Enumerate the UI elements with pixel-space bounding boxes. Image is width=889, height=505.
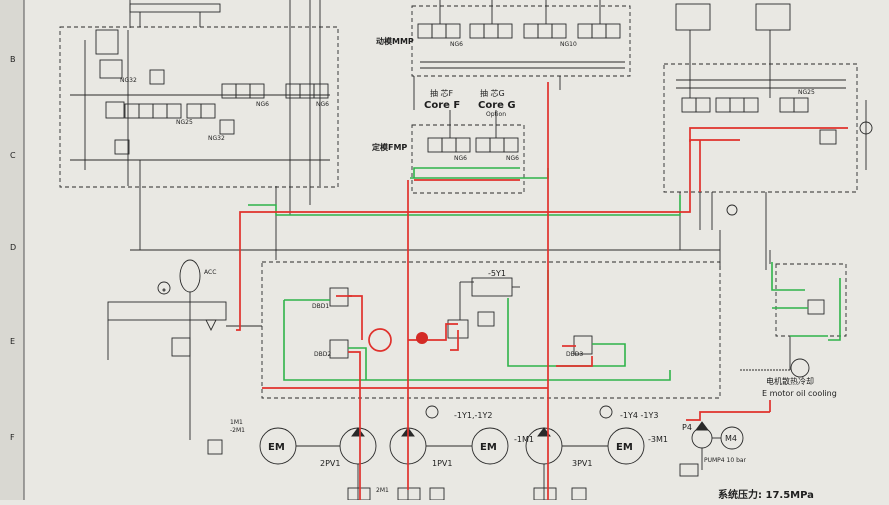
label-pv3: 3PV1 (572, 459, 592, 468)
label-core-f: Core F (424, 100, 460, 111)
label-ng6-b: NG6 (316, 101, 329, 108)
label-m2-left: 2M1 (376, 487, 389, 494)
label-m1-left: 1M1 (230, 419, 243, 426)
black-linework (59, 0, 873, 501)
label-ng32-b: NG32 (208, 135, 225, 142)
label-ng25-b: NG25 (798, 89, 815, 96)
label-m3: -3M1 (648, 435, 668, 444)
red-marker-lines (236, 82, 848, 500)
label-pv2: 2PV1 (320, 459, 340, 468)
label-pump4: PUMP4 10 bar (704, 457, 747, 464)
label-em-2: EM (268, 442, 285, 453)
label-ng10: NG10 (560, 41, 577, 48)
label-m2: -2M1 (230, 427, 245, 434)
label-core-g-cn: 抽 芯G (480, 88, 505, 98)
label-m4: M4 (725, 434, 737, 443)
label-acc: ACC (204, 269, 216, 276)
label-y1y2: -1Y1,-1Y2 (454, 411, 492, 420)
label-5y1: -5Y1 (488, 269, 506, 278)
label-dbd3: DBD3 (566, 351, 583, 358)
label-dbd2: DBD2 (314, 351, 331, 358)
label-system-pressure: 系统压力: 17.5MPa (718, 488, 814, 500)
label-ng25-a: NG25 (176, 119, 193, 126)
label-p4: P4 (682, 423, 692, 432)
label-ng32-a: NG32 (120, 77, 137, 84)
label-motor-cooling-cn: 电机散热冷却 (766, 376, 814, 386)
label-em-1: EM (480, 442, 497, 453)
label-ng6-e: NG6 (506, 155, 519, 162)
label-core-g: Core G (478, 100, 516, 111)
row-letter-e: E (10, 337, 15, 346)
label-pv1: 1PV1 (432, 459, 452, 468)
label-m1: -1M1 (514, 435, 534, 444)
label-motor-cooling: E motor oil cooling (762, 389, 837, 398)
red-marker-dot (416, 332, 428, 344)
label-y3y4: -1Y4 -1Y3 (620, 411, 658, 420)
label-moving-mmp: 动模MMP (376, 36, 414, 46)
label-ng6-d: NG6 (454, 155, 467, 162)
row-letter-d: D (10, 243, 16, 252)
row-letter-b: B (10, 55, 16, 64)
label-dbd1: DBD1 (312, 303, 329, 310)
label-ng6-c: NG6 (450, 41, 463, 48)
label-core-f-cn: 抽 芯F (430, 88, 454, 98)
row-letter-c: C (10, 151, 16, 160)
label-em-3: EM (616, 442, 633, 453)
row-letter-f: F (10, 433, 15, 442)
label-ng6-a: NG6 (256, 101, 269, 108)
label-option: Option (486, 111, 506, 118)
label-fixed-fmp: 定模FMP (371, 142, 407, 152)
